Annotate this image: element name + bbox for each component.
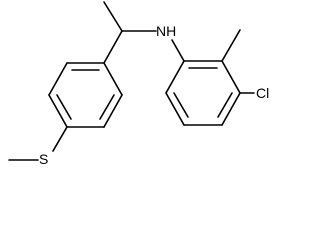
amine-nh-label: NH: [156, 23, 176, 39]
double-bond-right-b: [217, 92, 233, 118]
bond-ring-right-3: [221, 92, 241, 126]
bond-ch-to-methyl: [103, 1, 123, 32]
bond-ring-left-1: [103, 62, 123, 96]
bond-ring-to-methyl: [221, 29, 241, 62]
molecule-structure-diagram: NH Cl S: [8, 1, 269, 167]
bond-ring-right-6: [165, 60, 185, 94]
bond-ring-to-sulfur: [52, 126, 68, 152]
bond-ring-to-ch: [103, 30, 123, 64]
double-bond-right-c: [173, 92, 189, 118]
bond-ring-left-5: [48, 62, 68, 96]
chlorine-label: Cl: [256, 85, 269, 101]
bond-ring-right-5: [165, 92, 185, 126]
left-benzene-ring: [48, 62, 123, 128]
sulfur-label: S: [39, 151, 48, 167]
right-ring-substituents: [221, 29, 255, 94]
double-bond-left-b: [99, 94, 115, 120]
bond-ring-right-2: [221, 60, 241, 94]
bond-nh-to-ring: [171, 39, 185, 62]
bond-ring-left-4: [48, 94, 68, 128]
bond-ring-left-2: [103, 94, 123, 128]
right-benzene-ring: [165, 60, 241, 126]
side-chain: [103, 1, 185, 64]
double-bond-left-c: [56, 94, 72, 120]
thioether-group: [8, 126, 68, 161]
